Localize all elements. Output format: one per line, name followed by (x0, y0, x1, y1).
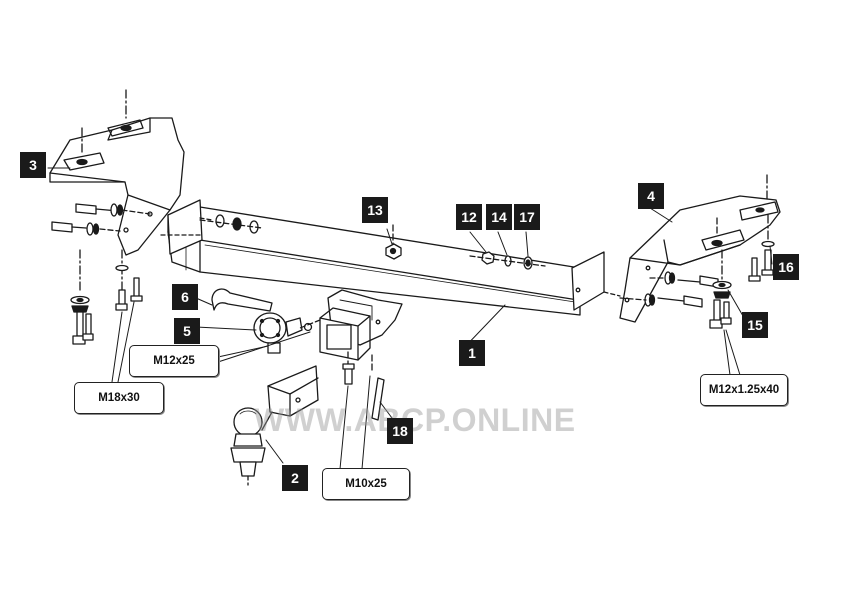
fasteners-12-14-17 (469, 251, 546, 270)
right-lower-bolts (709, 214, 775, 329)
socket-bracket (211, 288, 321, 354)
watermark-text: WWW.ABCP.ONLINE (254, 402, 576, 438)
callout-6: 6 (172, 284, 198, 310)
right-bolts (619, 271, 719, 308)
callout-15: 15 (742, 312, 768, 338)
callout-4: 4 (638, 183, 664, 209)
callout-1: 1 (459, 340, 485, 366)
spec-m12x1-25x40: M12x1.25x40 (700, 374, 788, 406)
main-crossbar (159, 199, 621, 316)
callout-3: 3 (20, 152, 46, 178)
left-lower-bolts (70, 249, 143, 345)
callout-2: 2 (282, 465, 308, 491)
callout-16: 16 (773, 254, 799, 280)
leader-lines (47, 167, 773, 470)
ball-mount (230, 365, 319, 486)
spec-m18x30: M18x30 (74, 382, 164, 414)
clip-18 (371, 377, 385, 421)
right-bracket (619, 174, 781, 323)
callout-5: 5 (174, 318, 200, 344)
callout-12: 12 (456, 204, 482, 230)
spec-m10x25: M10x25 (322, 468, 410, 500)
left-bolts (51, 203, 151, 236)
callout-17: 17 (514, 204, 540, 230)
receiver-assembly (319, 289, 403, 385)
callout-18: 18 (387, 418, 413, 444)
spec-m12x25: M12x25 (129, 345, 219, 377)
left-bracket (49, 89, 185, 256)
nut-13 (385, 224, 402, 260)
callout-13: 13 (362, 197, 388, 223)
callout-14: 14 (486, 204, 512, 230)
beam-left-nuts (199, 214, 263, 234)
